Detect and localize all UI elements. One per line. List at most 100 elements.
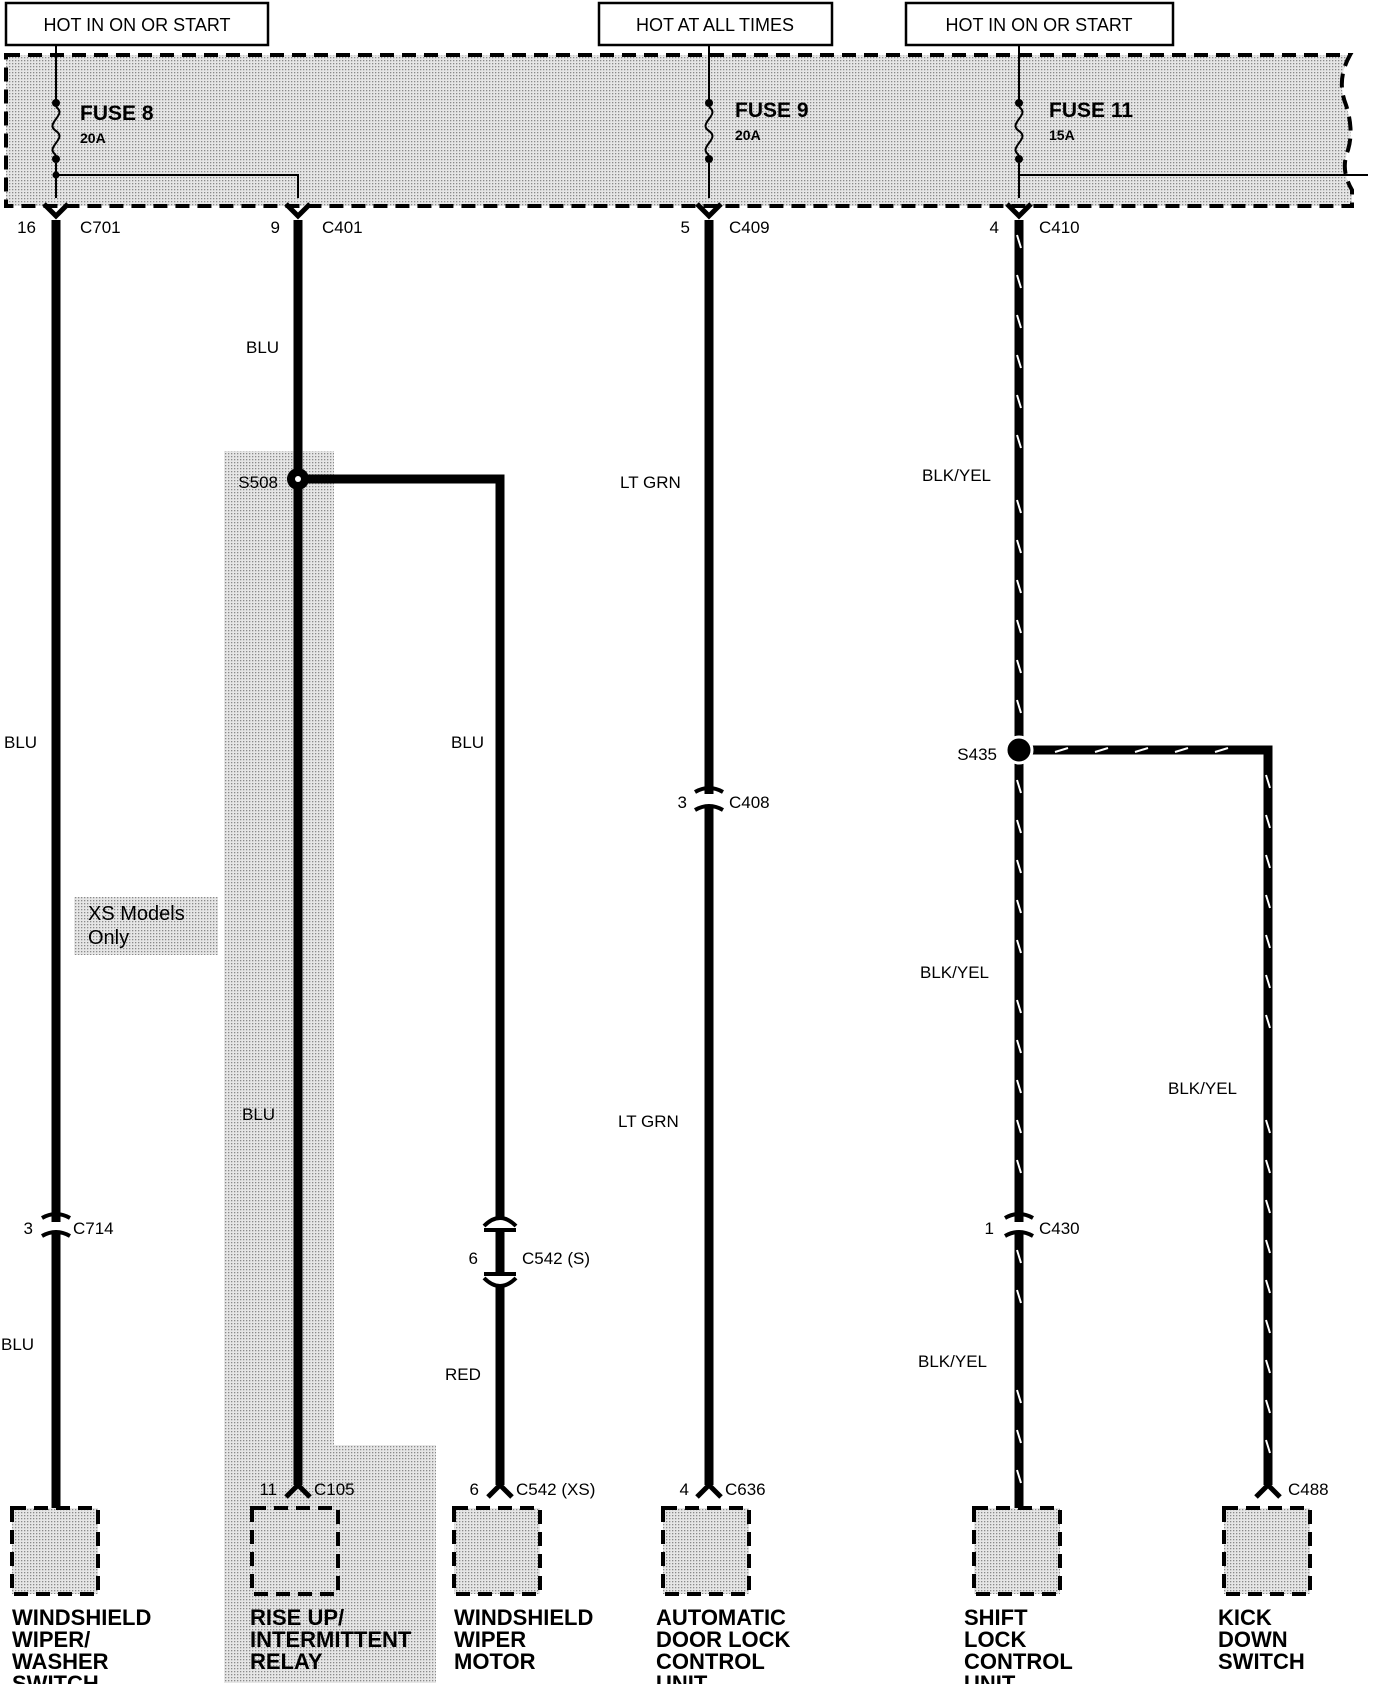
component-label-wiper-motor: WINDSHIELD WIPER MOTOR [454, 1605, 593, 1674]
connector-c430: 1 C430 [985, 1212, 1080, 1238]
power-source-2: HOT AT ALL TIMES [597, 1, 834, 47]
connector-c701-id: C701 [80, 218, 121, 237]
power-source-3-label: HOT IN ON OR START [945, 15, 1132, 35]
svg-text:RISE UP/: RISE UP/ [250, 1605, 344, 1630]
svg-text:MOTOR: MOTOR [454, 1649, 536, 1674]
wire-label-blu-c401: BLU [246, 338, 279, 357]
svg-text:WIPER/: WIPER/ [12, 1627, 90, 1652]
component-box-relay [250, 1506, 340, 1596]
fuse-9: FUSE 9 20A [704, 99, 809, 163]
connector-c401: 9 C401 [271, 202, 363, 237]
wire-label-blu-relay: BLU [242, 1105, 275, 1124]
connector-c636: 4 C636 [680, 1480, 766, 1499]
splice-s435: S435 [957, 735, 1034, 765]
svg-text:LOCK: LOCK [964, 1627, 1026, 1652]
component-box-shift-lock-unit [972, 1506, 1062, 1596]
power-source-3: HOT IN ON OR START [904, 1, 1175, 47]
wire-label-blu-col1-lower: BLU [1, 1335, 34, 1354]
connector-c410-pin: 4 [990, 218, 999, 237]
svg-text:AUTOMATIC: AUTOMATIC [656, 1605, 786, 1630]
svg-text:INTERMITTENT: INTERMITTENT [250, 1627, 412, 1652]
fuse-8-rating: 20A [80, 130, 106, 146]
connector-c409-id: C409 [729, 218, 770, 237]
fuse-11: FUSE 11 15A [1014, 99, 1133, 163]
component-label-shift-lock-unit: SHIFT LOCK CONTROL UNIT [964, 1605, 1073, 1684]
fuse-11-rating: 15A [1049, 127, 1075, 143]
connector-c408-id: C408 [729, 793, 770, 812]
svg-text:CONTROL: CONTROL [656, 1649, 765, 1674]
connector-c408-pin: 3 [678, 793, 687, 812]
wire-label-blkyel-lower: BLK/YEL [918, 1352, 987, 1371]
fuse-8: FUSE 8 20A [51, 99, 154, 163]
connector-c408: 3 C408 [678, 786, 770, 812]
xs-only-note-line1: XS Models [88, 903, 185, 925]
component-label-wiper-switch: WINDSHIELD WIPER/ WASHER SWITCH [12, 1605, 151, 1684]
svg-text:DOWN: DOWN [1218, 1627, 1288, 1652]
svg-text:UNIT: UNIT [656, 1671, 708, 1684]
connector-c701-pin: 16 [17, 218, 36, 237]
connector-c105: 11 C105 [259, 1480, 354, 1499]
component-label-relay: RISE UP/ INTERMITTENT RELAY [250, 1605, 412, 1674]
power-source-1-label: HOT IN ON OR START [43, 15, 230, 35]
connector-c542-xs: 6 C542 (XS) [470, 1480, 596, 1499]
fuse-9-rating: 20A [735, 127, 761, 143]
wire-label-blu-col1: BLU [4, 733, 37, 752]
connector-c542-xs-pin: 6 [470, 1480, 479, 1499]
svg-text:WINDSHIELD: WINDSHIELD [12, 1605, 151, 1630]
connector-c410: 4 C410 [990, 202, 1080, 237]
svg-text:KICK: KICK [1218, 1605, 1272, 1630]
fuse-11-name: FUSE 11 [1049, 99, 1133, 122]
connector-c409-pin: 5 [681, 218, 690, 237]
svg-text:RELAY: RELAY [250, 1649, 323, 1674]
power-source-2-label: HOT AT ALL TIMES [636, 15, 794, 35]
xs-only-note-box [74, 897, 218, 955]
component-box-wiper-motor [452, 1506, 542, 1596]
connector-c542-xs-id: C542 (XS) [516, 1480, 595, 1499]
connector-c488: C488 [1254, 1480, 1329, 1499]
connector-c542-s-pin: 6 [469, 1249, 478, 1268]
wire-blkyel-s435-branch [1019, 745, 1273, 1485]
fuse-9-name: FUSE 9 [735, 99, 809, 122]
connector-c636-id: C636 [725, 1480, 766, 1499]
svg-text:UNIT: UNIT [964, 1671, 1016, 1684]
connector-c401-id: C401 [322, 218, 363, 237]
component-box-wiper-switch [10, 1506, 100, 1596]
wire-label-blkyel-upper: BLK/YEL [922, 466, 991, 485]
connector-c430-id: C430 [1039, 1219, 1080, 1238]
xs-only-region [224, 451, 334, 1683]
svg-text:CONTROL: CONTROL [964, 1649, 1073, 1674]
component-box-kick-down-switch [1222, 1506, 1312, 1596]
connector-c636-pin: 4 [680, 1480, 689, 1499]
wire-label-red: RED [445, 1365, 481, 1384]
splice-s508: S508 [238, 468, 309, 492]
component-label-door-lock-unit: AUTOMATIC DOOR LOCK CONTROL UNIT [656, 1605, 791, 1684]
svg-text:SHIFT: SHIFT [964, 1605, 1028, 1630]
wire-label-ltgrn-upper: LT GRN [620, 473, 681, 492]
connector-c542-s: 6 C542 (S) [469, 1216, 590, 1288]
xs-only-note-line2: Only [88, 927, 129, 949]
svg-text:DOOR LOCK: DOOR LOCK [656, 1627, 791, 1652]
fuse-box [4, 53, 1354, 208]
svg-text:WINDSHIELD: WINDSHIELD [454, 1605, 593, 1630]
connector-c105-id: C105 [314, 1480, 355, 1499]
connector-c542-s-id: C542 (S) [522, 1249, 590, 1268]
component-label-kick-down-switch: KICK DOWN SWITCH [1218, 1605, 1305, 1674]
connector-c409: 5 C409 [681, 202, 770, 237]
wire-label-blu-motor: BLU [451, 733, 484, 752]
connector-c701: 16 C701 [17, 202, 121, 237]
fuse-8-name: FUSE 8 [80, 102, 154, 125]
connector-c488-id: C488 [1288, 1480, 1329, 1499]
svg-text:SWITCH: SWITCH [12, 1671, 99, 1684]
svg-text:WASHER: WASHER [12, 1649, 109, 1674]
wire-label-blkyel-mid: BLK/YEL [920, 963, 989, 982]
wire-label-ltgrn-lower: LT GRN [618, 1112, 679, 1131]
component-box-door-lock-unit [661, 1506, 751, 1596]
svg-text:WIPER: WIPER [454, 1627, 526, 1652]
connector-c105-pin: 11 [259, 1480, 277, 1499]
splice-s435-label: S435 [957, 745, 997, 764]
svg-text:SWITCH: SWITCH [1218, 1649, 1305, 1674]
connector-c714-id: C714 [73, 1219, 114, 1238]
wire-blu-s508-branch [298, 474, 505, 1218]
connector-c714-pin: 3 [24, 1219, 33, 1238]
